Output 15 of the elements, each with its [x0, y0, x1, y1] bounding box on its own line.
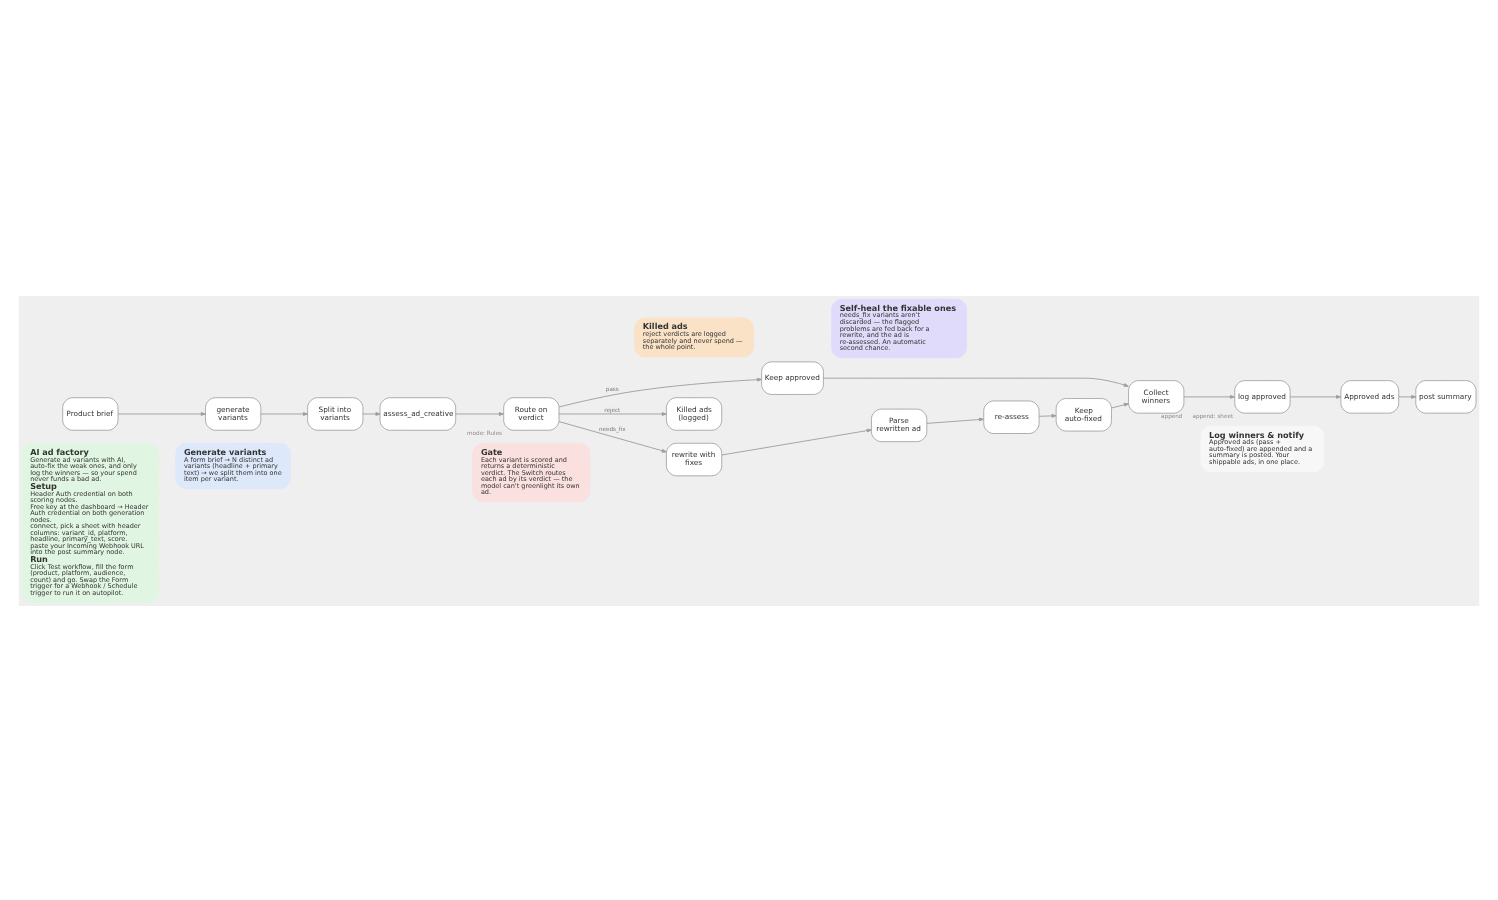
- arrow: [362, 411, 381, 415]
- arrow: [455, 411, 504, 415]
- arrow: [1289, 394, 1342, 398]
- arrow: [558, 376, 762, 407]
- arrow: [558, 411, 667, 415]
- arrow: [260, 411, 308, 415]
- arrow: [1183, 394, 1235, 398]
- arrow: [823, 376, 1129, 386]
- arrow: [117, 411, 206, 415]
- arrow: [721, 427, 872, 455]
- arrow: [1111, 401, 1129, 408]
- arrow: [1398, 394, 1417, 398]
- arrow: [1038, 413, 1057, 417]
- arrow: [926, 416, 984, 423]
- arrow: [558, 420, 667, 452]
